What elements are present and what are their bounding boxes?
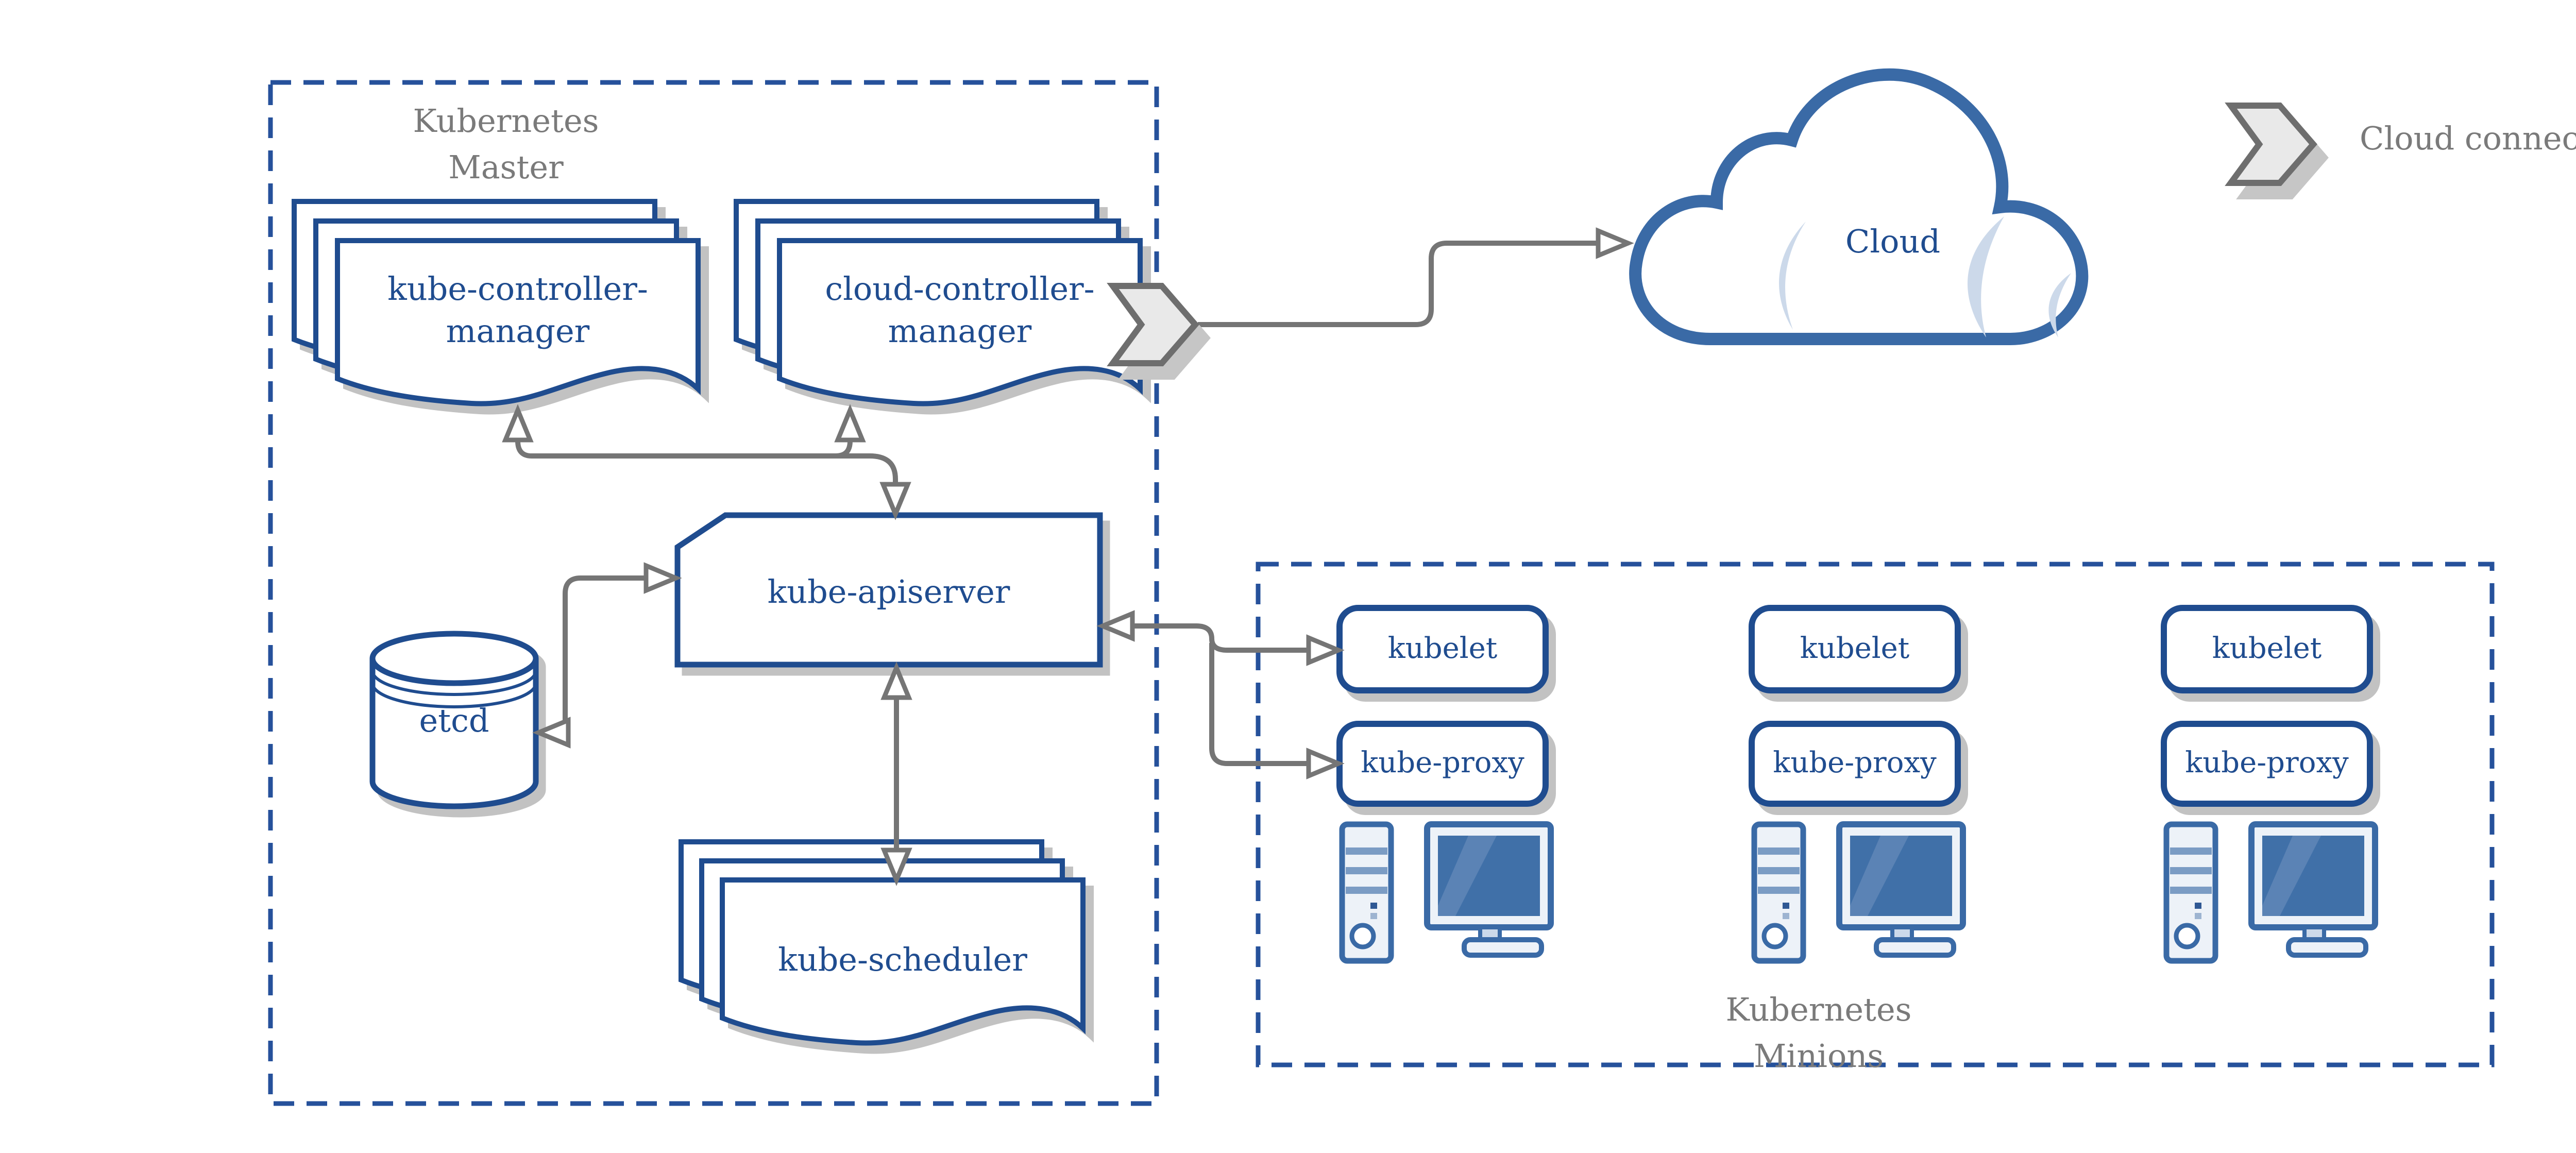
master-label-line1: Kubernetes bbox=[413, 102, 599, 140]
ccm-line2: manager bbox=[888, 312, 1032, 350]
etcd-label: etcd bbox=[419, 702, 489, 739]
kube-proxy-box-2 bbox=[1749, 721, 1961, 807]
kube-scheduler-label: kube-scheduler bbox=[778, 941, 1027, 978]
ccm-line1: cloud-controller- bbox=[825, 270, 1095, 308]
minions-label-line2: Minions bbox=[1753, 1037, 1884, 1075]
minions-group-label: Kubernetes Minions bbox=[1638, 987, 1999, 1079]
arrow-apiserver-etcd bbox=[563, 575, 647, 735]
connector-lines bbox=[515, 241, 1596, 849]
kubelet-label-2: kubelet bbox=[1800, 632, 1910, 665]
computer-icon-1 bbox=[1342, 824, 1551, 961]
kubernetes-master-boundary bbox=[268, 80, 1159, 1106]
legend-cloud-connector-icon bbox=[2231, 106, 2313, 183]
kube-proxy-label-1: kube-proxy bbox=[1361, 746, 1524, 779]
kube-controller-manager-label: kube-controller- manager bbox=[337, 268, 698, 352]
kubernetes-minions-boundary bbox=[1256, 562, 2495, 1067]
kube-apiserver-box bbox=[674, 512, 1103, 668]
kube-proxy-label-2: kube-proxy bbox=[1773, 746, 1937, 779]
arrow-connector-cloud bbox=[1198, 241, 1596, 327]
kubelet-label-3: kubelet bbox=[2212, 632, 2322, 665]
arrow-apiserver-kubeproxy bbox=[1209, 643, 1308, 766]
cloud-controller-manager-label: cloud-controller- manager bbox=[779, 268, 1140, 352]
kube-apiserver-label: kube-apiserver bbox=[767, 573, 1010, 611]
kubelet-box-3 bbox=[2161, 605, 2373, 693]
kubelet-label-1: kubelet bbox=[1387, 632, 1498, 665]
minions-label-line1: Kubernetes bbox=[1725, 991, 1912, 1028]
cloud-icon bbox=[1629, 68, 2089, 345]
kube-proxy-label-3: kube-proxy bbox=[2185, 746, 2349, 779]
kcm-line1: kube-controller- bbox=[387, 270, 648, 308]
arrow-apiserver-kubelet bbox=[1132, 623, 1308, 653]
master-group-label: Kubernetes Master bbox=[326, 98, 686, 191]
etcd-cylinder-icon bbox=[369, 631, 539, 809]
computer-icon-3 bbox=[2166, 824, 2375, 961]
arrow-managers-apiserver bbox=[515, 440, 898, 482]
kcm-line2: manager bbox=[446, 312, 590, 350]
master-label-line2: Master bbox=[448, 148, 564, 186]
computer-icon-2 bbox=[1754, 824, 1963, 961]
cloud-label: Cloud bbox=[1845, 223, 1941, 260]
legend-label: Cloud connector bbox=[2360, 120, 2576, 157]
kubelet-box-2 bbox=[1749, 605, 1961, 693]
arrow-branch-cloud-controller bbox=[835, 440, 853, 459]
kube-proxy-box-3 bbox=[2161, 721, 2373, 807]
